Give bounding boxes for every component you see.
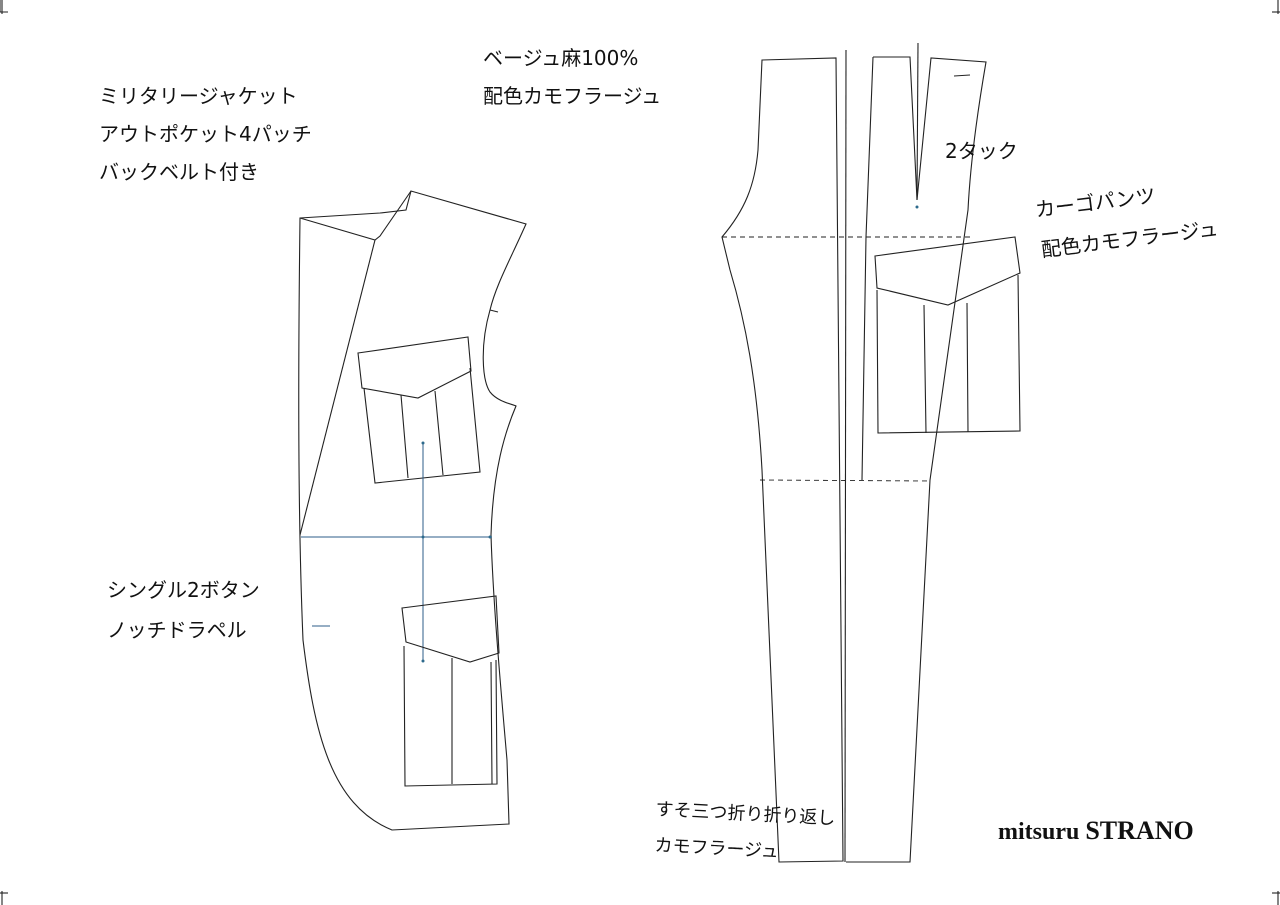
jacket-sketch xyxy=(298,190,527,831)
brand-second: STRANO xyxy=(1085,816,1194,845)
cargo-pocket-pleat xyxy=(923,302,969,434)
cargo-pocket-flap xyxy=(874,236,1021,306)
chest-pocket-body xyxy=(363,367,481,484)
pants-right-outline xyxy=(846,56,987,863)
jacket-note-3: バックベルト付き xyxy=(99,160,259,184)
pants-sketch xyxy=(721,42,1021,863)
lower-pocket-pleat xyxy=(451,658,493,785)
fabric-note-1: ベージュ麻100% xyxy=(483,46,639,70)
jacket-lapel-line xyxy=(299,190,412,241)
cargo-pocket-body xyxy=(876,274,1021,434)
jacket-body-outline xyxy=(298,190,527,831)
jacket-front-edge xyxy=(299,239,376,536)
lower-pocket-body xyxy=(403,645,498,787)
fabric-note-2: 配色カモフラージュ xyxy=(483,84,662,108)
pants-front-inner xyxy=(861,56,874,481)
jacket-armhole-mark xyxy=(489,309,499,313)
brand-logo: mitsuru STRANO xyxy=(998,816,1194,846)
pants-left-outline xyxy=(721,57,844,863)
lower-pocket-flap xyxy=(401,595,500,663)
closure-note-1: シングル2ボタン xyxy=(107,578,260,602)
brand-first: mitsuru xyxy=(998,819,1080,845)
tuck-mark-2 xyxy=(953,74,971,77)
jacket-note-2: アウトポケット4パッチ xyxy=(99,122,312,146)
closure-note-2: ノッチドラペル xyxy=(107,618,247,642)
pants-center-line xyxy=(844,49,847,863)
tuck-note: 2タック xyxy=(945,139,1018,163)
jacket-note-1: ミリタリージャケット xyxy=(99,84,298,108)
chest-pocket-flap xyxy=(357,336,472,399)
knee-dashed-line xyxy=(759,479,931,482)
tuck-mark xyxy=(916,42,919,201)
chest-pocket-pleat xyxy=(400,390,444,479)
